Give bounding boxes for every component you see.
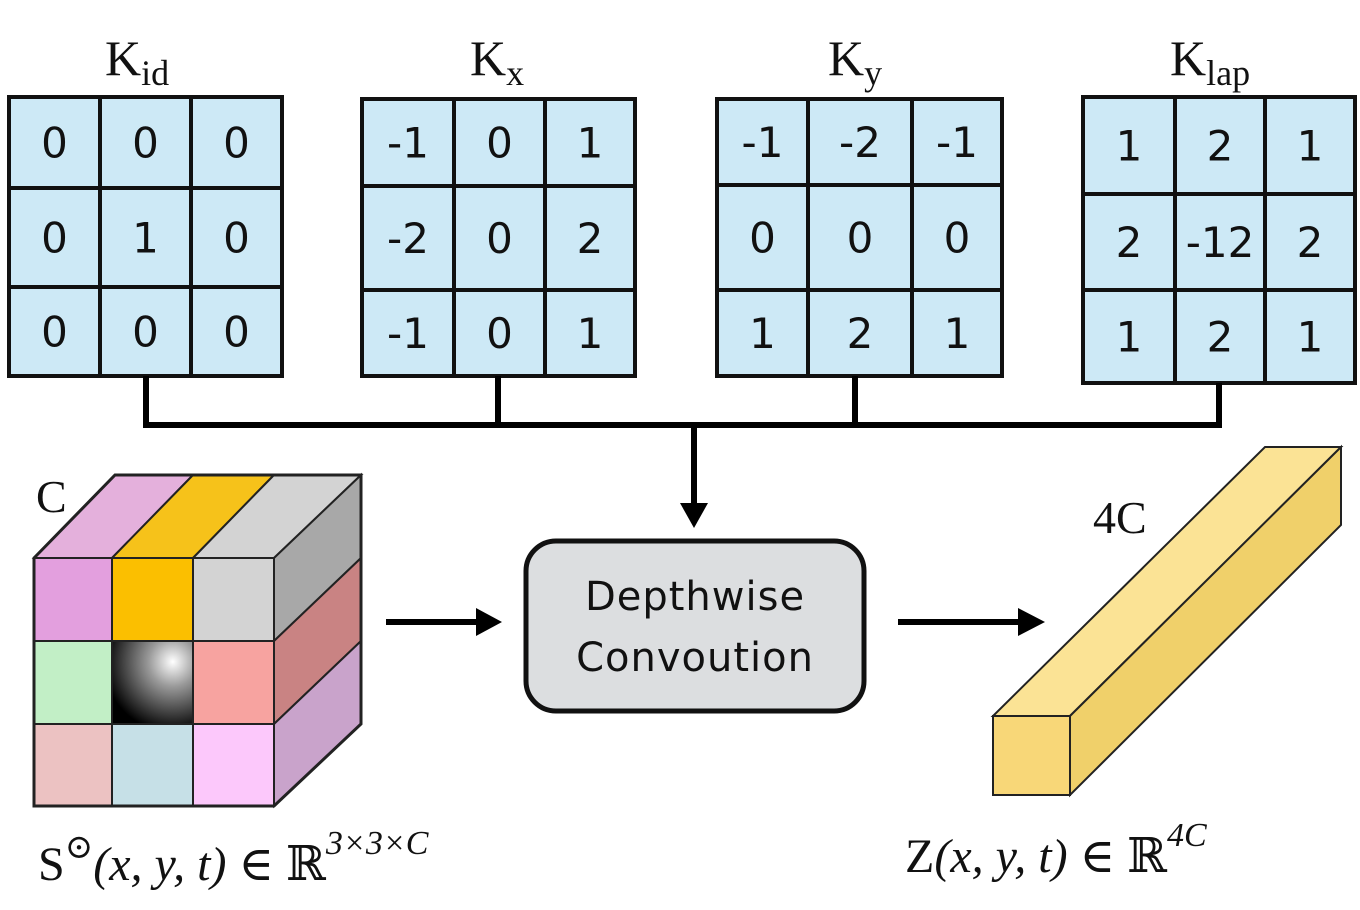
kernel-cell-value: 2 bbox=[1207, 122, 1234, 171]
kernel-cell bbox=[98, 285, 193, 378]
arrow-to-box-head bbox=[476, 608, 502, 636]
kernel-cell-value: 0 bbox=[486, 214, 513, 263]
kernel-cell bbox=[543, 288, 637, 378]
kernel-grid-lap: 1 2 1 2 -12 2 1 2 1 bbox=[1081, 95, 1357, 385]
kernel-cell-value: 2 bbox=[577, 214, 604, 263]
kernel-cell-value: 1 bbox=[749, 309, 776, 358]
output-channel-label: 4C bbox=[1093, 492, 1147, 543]
kernel-cell-value: 0 bbox=[223, 308, 250, 357]
kernel-label-id: Kid bbox=[105, 30, 169, 93]
kernel-cell-value: -1 bbox=[387, 119, 429, 168]
kernel-cell bbox=[360, 288, 456, 378]
kernel-cell-value: 0 bbox=[486, 119, 513, 168]
kernel-cell-value: 0 bbox=[944, 214, 971, 263]
kernel-cell bbox=[910, 288, 1004, 378]
kernel-cell-value: -2 bbox=[387, 214, 429, 263]
kernel-cell bbox=[543, 97, 637, 188]
kernel-cell-value: 0 bbox=[486, 309, 513, 358]
kernel-cell bbox=[452, 184, 547, 292]
kernel-cell-value: 0 bbox=[749, 214, 776, 263]
kernel-cell-value: 0 bbox=[132, 119, 159, 168]
kernel-cell bbox=[1263, 95, 1357, 196]
kernel-cell bbox=[1173, 95, 1267, 196]
kernel-cell-value: -1 bbox=[387, 309, 429, 358]
output-formula: Z(x, y, t) ∈ ℝ4C bbox=[905, 817, 1207, 883]
kernel-cell bbox=[360, 97, 456, 188]
kernel-cell bbox=[715, 183, 810, 292]
kernel-label-lap: Klap bbox=[1170, 30, 1250, 93]
kernel-cell-value: 2 bbox=[1116, 218, 1143, 267]
kernel-cell-value: 2 bbox=[1207, 313, 1234, 362]
kernel-cell bbox=[715, 288, 810, 378]
input-channel-label: C bbox=[36, 471, 67, 522]
kernel-connector bbox=[143, 376, 1222, 505]
depthwise-conv-box bbox=[523, 538, 867, 714]
box-line-1: Depthwise bbox=[585, 574, 805, 620]
box-line-2: Convoution bbox=[576, 635, 814, 681]
kernel-cell-value: 2 bbox=[1297, 218, 1324, 267]
kernel-cell-value: 0 bbox=[223, 214, 250, 263]
kernel-grids: 0 0 0 0 1 0 0 0 0 -1 0 1 -2 0 2 -1 0 1 -1 -2 -1 0 0 0 1 2 1 1 2 1 2 -12… bbox=[7, 95, 1357, 385]
kernel-cell-value: 1 bbox=[1116, 122, 1143, 171]
arrow-to-output-head bbox=[1018, 608, 1045, 636]
kernel-cell bbox=[1081, 192, 1177, 292]
kernel-cell bbox=[452, 288, 547, 378]
kernel-label-x: Kx bbox=[470, 30, 524, 93]
kernel-cell-value: 0 bbox=[132, 308, 159, 357]
kernel-cell bbox=[715, 97, 810, 187]
kernel-grid-y: -1 -2 -1 0 0 0 1 2 1 bbox=[715, 97, 1004, 378]
kernel-cell-value: -1 bbox=[742, 118, 784, 167]
kernel-cell-value: 1 bbox=[1116, 313, 1143, 362]
kernel-cell-value: 0 bbox=[847, 214, 874, 263]
kernel-cell-value: 0 bbox=[41, 214, 68, 263]
output-bar bbox=[990, 444, 1344, 798]
input-cube bbox=[31, 472, 364, 809]
kernel-cell-value: 0 bbox=[41, 119, 68, 168]
kernel-cell-value: 1 bbox=[944, 309, 971, 358]
kernel-cell-value: 0 bbox=[41, 308, 68, 357]
kernel-cell-value: 1 bbox=[577, 119, 604, 168]
kernel-cell-value: 1 bbox=[132, 214, 159, 263]
kernel-cell-value: 1 bbox=[1297, 122, 1324, 171]
kernel-cell-value: 0 bbox=[223, 119, 250, 168]
kernel-cell bbox=[806, 97, 914, 187]
kernel-cell bbox=[806, 183, 914, 292]
kernel-cell bbox=[1081, 288, 1177, 385]
kernel-grid-x: -1 0 1 -2 0 2 -1 0 1 bbox=[360, 97, 637, 378]
input-formula: S⊙(x, y, t) ∈ ℝ3×3×C bbox=[38, 825, 429, 891]
kernel-label-y: Ky bbox=[828, 30, 882, 93]
kernel-cell-value: -2 bbox=[839, 118, 881, 167]
kernel-cell bbox=[189, 285, 284, 378]
kernel-cell bbox=[1263, 192, 1357, 292]
kernel-cell bbox=[189, 186, 284, 289]
kernel-cell-value: -1 bbox=[936, 118, 978, 167]
kernel-cell-value: 1 bbox=[577, 309, 604, 358]
kernel-cell bbox=[7, 285, 102, 378]
kernel-grid-id: 0 0 0 0 1 0 0 0 0 bbox=[7, 95, 284, 378]
kernel-cell bbox=[1263, 288, 1357, 385]
kernel-cell-value: 2 bbox=[847, 309, 874, 358]
kernel-cell bbox=[910, 183, 1004, 292]
kernel-cell-value: 1 bbox=[1297, 313, 1324, 362]
down-arrow-head bbox=[680, 503, 708, 528]
kernel-cell-value: -12 bbox=[1186, 218, 1255, 267]
